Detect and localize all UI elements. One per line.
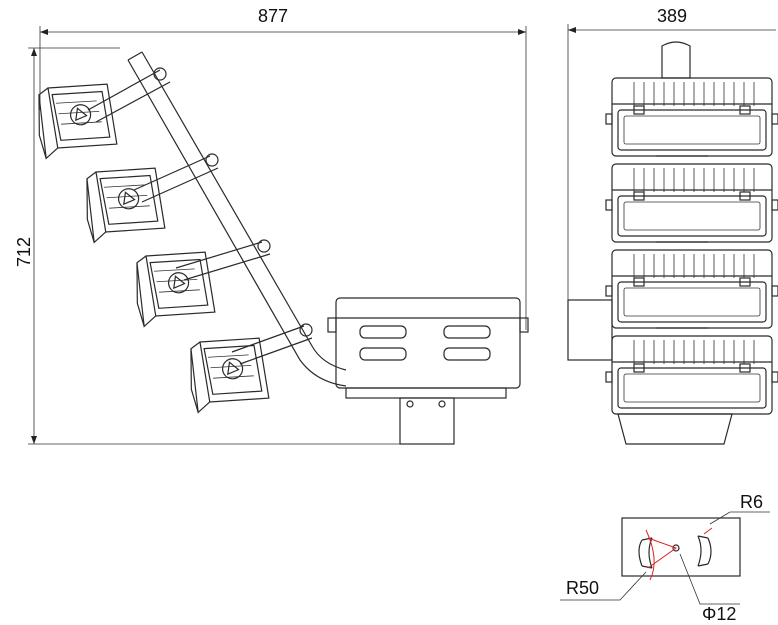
radius-large-label: R50	[566, 578, 599, 598]
front-view	[567, 41, 778, 445]
height-dimension: 712	[14, 47, 400, 445]
plate-detail: R6 R50 Φ12	[560, 492, 770, 624]
height-label: 712	[14, 237, 34, 267]
width-dimension: 877	[39, 6, 527, 330]
depth-dimension: 389	[567, 6, 776, 300]
hole-diameter-label: Φ12	[702, 604, 736, 624]
depth-label: 389	[657, 6, 687, 26]
width-label: 877	[258, 6, 288, 26]
side-view	[29, 51, 529, 445]
radius-small-label: R6	[740, 492, 763, 512]
